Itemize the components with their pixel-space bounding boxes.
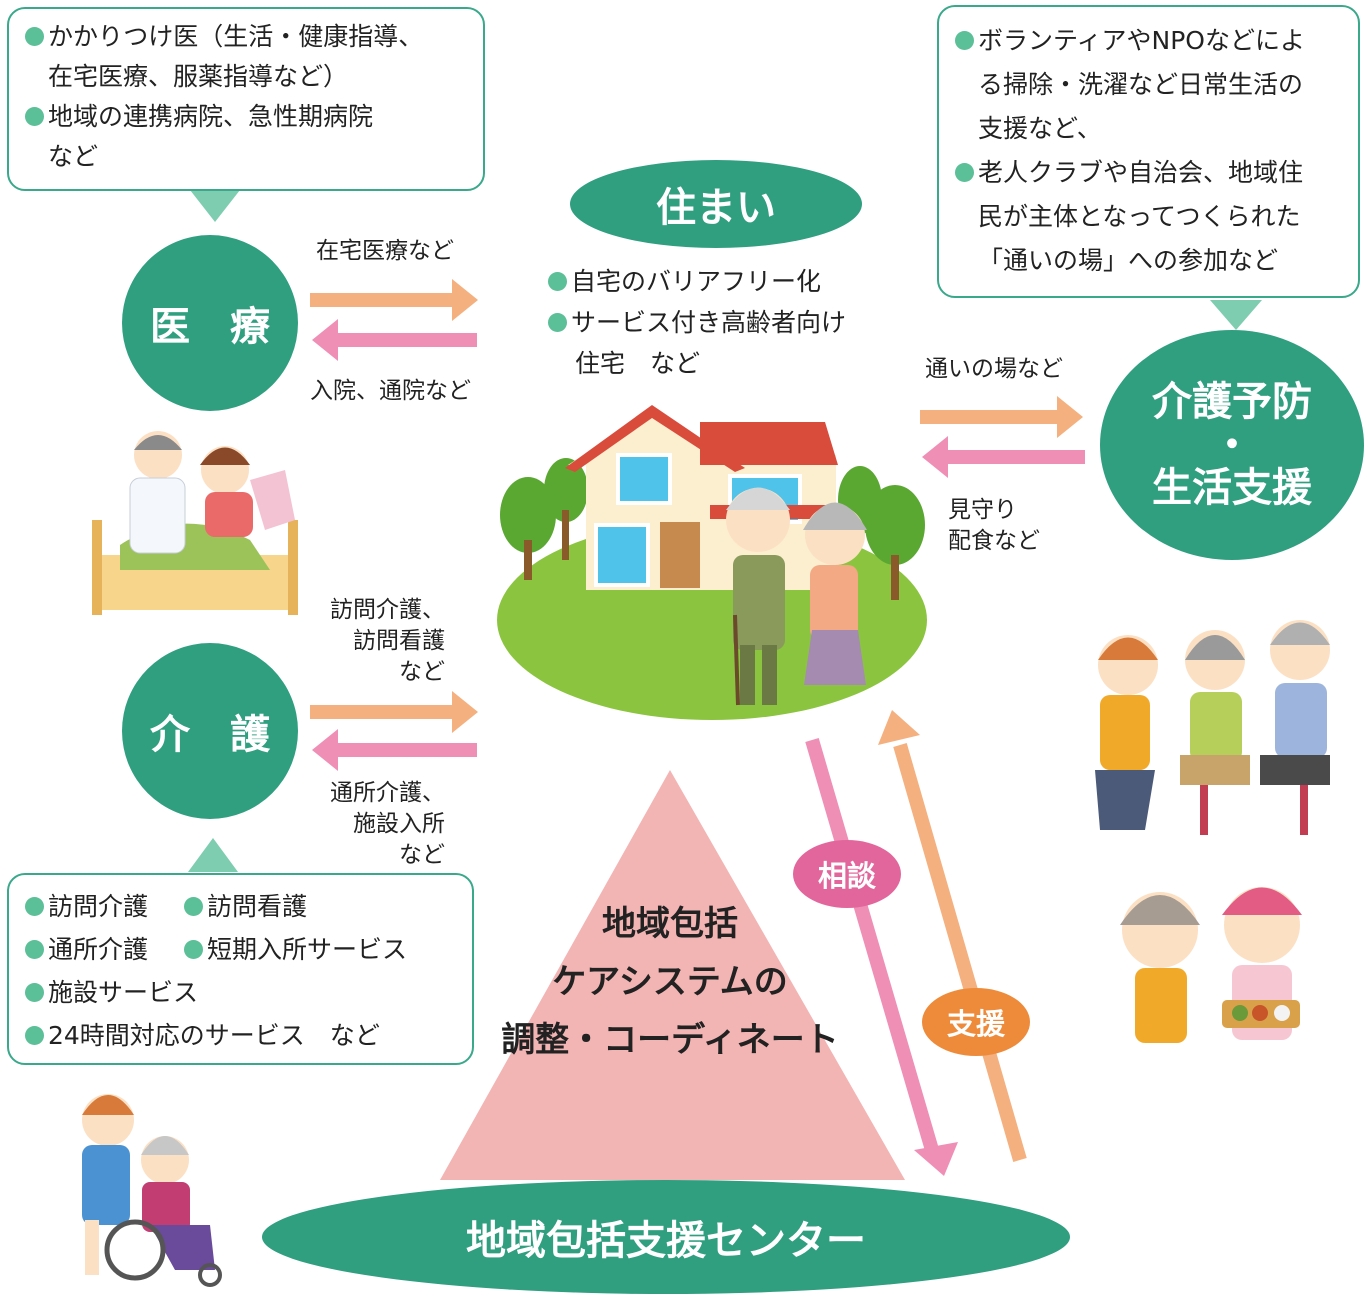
housing-node: 住まい (570, 160, 862, 248)
arrow-med-to-home (310, 279, 478, 321)
pyramid-shape (440, 770, 905, 1180)
list-item: 訪問介護訪問看護 (25, 885, 456, 928)
care-box-pointer (188, 838, 238, 872)
bullet-icon (548, 272, 567, 291)
wheelchair-caregiver-illustration (82, 1094, 222, 1287)
bullet-icon (25, 27, 44, 46)
housing-item-cont: 住宅 など (575, 349, 701, 378)
pyramid-text: 地域包括 ケアシステムの 調整・コーディネート (501, 904, 839, 1060)
medical-services-box: かかりつけ医（生活・健康指導、 在宅医療、服薬指導など） 地域の連携病院、急性期… (7, 7, 485, 191)
doctor-patient-illustration (92, 431, 298, 615)
list-item: ボランティアやNPOなどによ (955, 19, 1342, 63)
list-item-cont: 支援など、 (978, 114, 1102, 143)
bullet-icon (25, 897, 44, 916)
consult-badge: 相談 (793, 840, 901, 908)
housing-item: サービス付き高齢者向け (548, 303, 846, 343)
support-center-node: 地域包括支援センター (262, 1180, 1070, 1294)
label-care-to-home: 訪問介護、 訪問看護 など (330, 597, 445, 685)
bullet-icon (955, 163, 974, 182)
arrow-home-to-med (312, 319, 477, 361)
bullet-icon (184, 897, 204, 916)
list-item: 施設サービス (25, 971, 456, 1014)
list-item-cont: 在宅医療、服薬指導など） (48, 62, 349, 91)
bullet-icon (25, 983, 44, 1002)
arrow-support (878, 710, 1027, 1162)
label-home-to-prev: 通いの場など (925, 356, 1063, 382)
list-item: 地域の連携病院、急性期病院 (25, 97, 467, 137)
label-home-to-care: 通所介護、 施設入所 など (330, 780, 445, 868)
arrow-home-to-care (312, 729, 477, 771)
support-badge: 支援 (922, 988, 1030, 1056)
caregiver-exercise-illustration (1095, 620, 1330, 835)
arrow-home-to-prev (920, 396, 1083, 438)
arrow-care-to-home (310, 691, 478, 733)
list-item: 24時間対応のサービス など (25, 1014, 456, 1057)
meal-delivery-illustration (1120, 887, 1302, 1043)
list-item-cont: 「通いの場」への参加など (978, 246, 1279, 275)
medical-box-pointer (190, 190, 240, 222)
bullet-icon (25, 940, 44, 959)
label-home-to-med: 入院、通院など (310, 378, 471, 404)
bullet-icon (25, 1026, 44, 1045)
care-node: 介 護 (122, 643, 298, 819)
label-prev-to-home: 見守り 配食など (948, 497, 1040, 554)
medical-node: 医 療 (122, 235, 298, 411)
care-services-box: 訪問介護訪問看護 通所介護短期入所サービス 施設サービス 24時間対応のサービス… (7, 873, 474, 1065)
list-item-cont: など (48, 142, 99, 171)
house-elderly-couple-illustration (497, 405, 927, 720)
prevention-support-node: 介護予防 ・ 生活支援 (1100, 330, 1364, 560)
arrow-prev-to-home (922, 436, 1085, 478)
arrow-consult (805, 738, 958, 1176)
housing-item: 自宅のバリアフリー化 (548, 262, 821, 302)
label-med-to-home: 在宅医療など (316, 238, 454, 264)
support-services-box: ボランティアやNPOなどによ る掃除・洗濯など日常生活の 支援など、 老人クラブ… (937, 5, 1360, 298)
list-item: 老人クラブや自治会、地域住 (955, 151, 1342, 195)
list-item-cont: 民が主体となってつくられた (978, 202, 1301, 231)
bullet-icon (955, 31, 974, 50)
list-item: 通所介護短期入所サービス (25, 928, 456, 971)
bullet-icon (25, 107, 44, 126)
list-item: かかりつけ医（生活・健康指導、 (25, 17, 467, 57)
bullet-icon (184, 940, 204, 959)
list-item-cont: る掃除・洗濯など日常生活の (978, 70, 1304, 99)
support-box-pointer (1210, 300, 1262, 330)
bullet-icon (548, 313, 567, 332)
